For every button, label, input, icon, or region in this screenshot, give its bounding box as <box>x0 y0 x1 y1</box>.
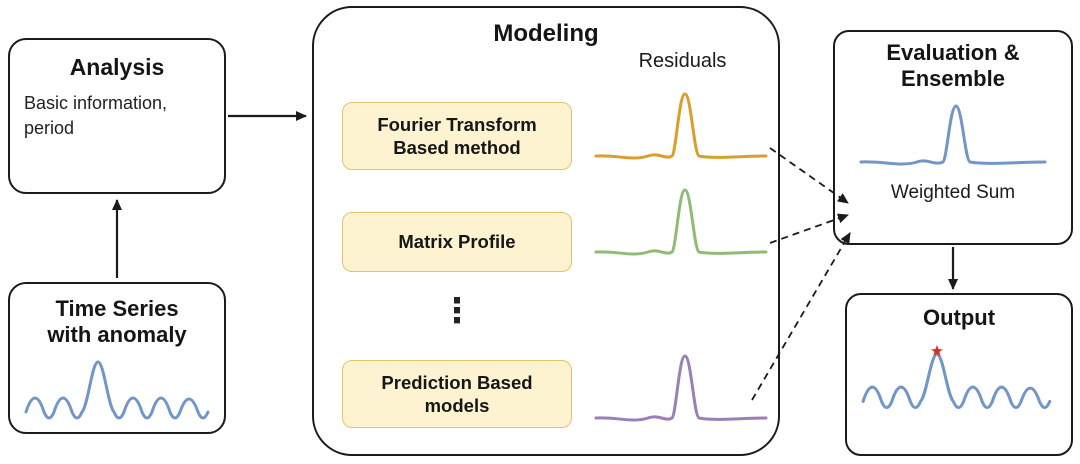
timeseries-box: Time Series with anomaly <box>8 282 226 434</box>
ensemble-curve <box>859 104 1047 166</box>
modeling-title: Modeling <box>493 20 599 47</box>
output-box: Output <box>845 293 1073 456</box>
weighted-sum-label: Weighted Sum <box>890 181 1016 203</box>
fourier-residual-path <box>594 92 768 160</box>
anomaly-star-icon <box>931 344 943 357</box>
ensemble-curve-path <box>859 104 1047 166</box>
matrix-profile-residual-curve <box>594 188 768 256</box>
evaluation-box: Evaluation & Ensemble Weighted Sum <box>833 30 1073 245</box>
method-box-matrix-profile: Matrix Profile <box>342 212 572 272</box>
method-label-fourier: Fourier Transform Based method <box>377 113 537 158</box>
ellipsis-dots: ⋮ <box>440 292 474 330</box>
timeseries-wave-path <box>24 360 210 420</box>
prediction-residual-path <box>594 354 768 422</box>
matrix-profile-residual-path <box>594 188 768 256</box>
analysis-box: Analysis Basic information, period <box>8 38 226 194</box>
method-label-matrix-profile: Matrix Profile <box>398 231 516 253</box>
method-label-prediction: Prediction Based models <box>381 371 533 416</box>
residuals-label: Residuals <box>638 50 727 72</box>
output-title: Output <box>922 305 996 330</box>
method-box-fourier: Fourier Transform Based method <box>342 102 572 170</box>
timeseries-curve <box>24 360 210 420</box>
output-wave-path <box>861 352 1052 410</box>
prediction-residual-curve <box>594 354 768 422</box>
output-curve <box>861 344 1052 410</box>
fourier-residual-curve <box>594 92 768 160</box>
evaluation-title: Evaluation & Ensemble <box>886 40 1020 91</box>
modeling-box: Modeling Residuals Fourier Transform Bas… <box>312 6 780 456</box>
timeseries-title: Time Series with anomaly <box>47 296 187 347</box>
analysis-title: Analysis <box>69 54 165 80</box>
analysis-body: Basic information, period <box>24 93 168 139</box>
method-box-prediction: Prediction Based models <box>342 360 572 428</box>
